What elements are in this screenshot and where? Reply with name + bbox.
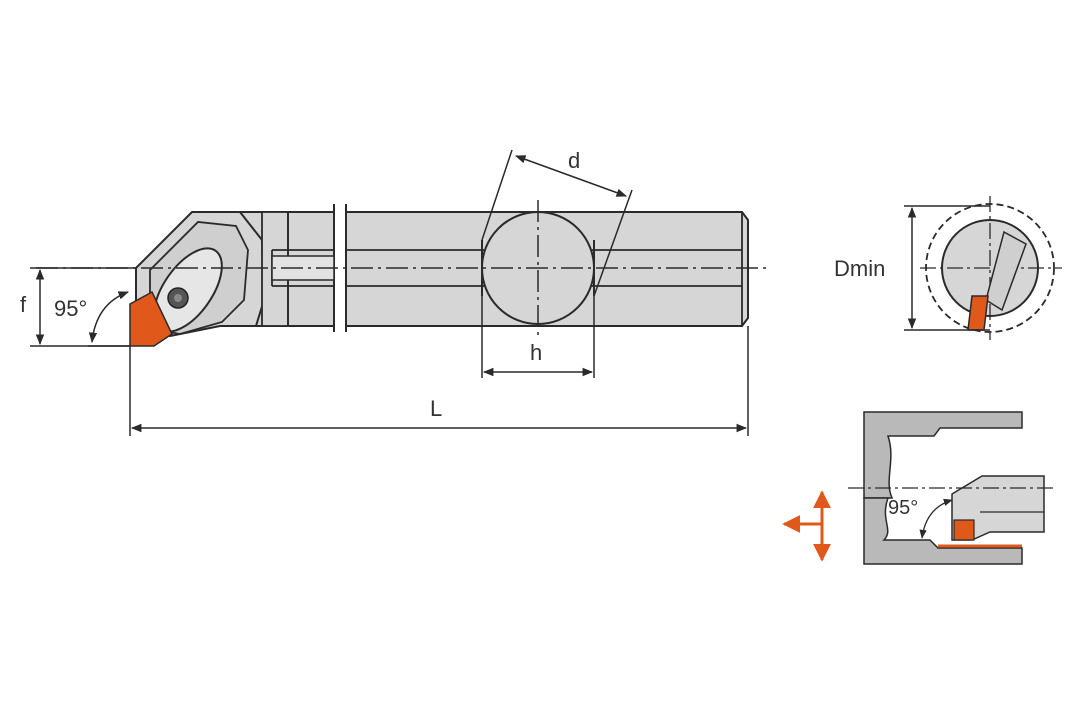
- label-L: L: [430, 396, 442, 421]
- label-dmin: Dmin: [834, 256, 885, 281]
- label-d: d: [568, 148, 580, 173]
- dimension-d: d: [481, 148, 633, 297]
- angle-95-main: 95°: [54, 291, 130, 347]
- workpiece-bottom: [863, 497, 1023, 565]
- label-angle-detail: 95°: [888, 497, 918, 519]
- detail-insert: [953, 519, 975, 541]
- label-h: h: [530, 340, 542, 365]
- label-angle-main: 95°: [54, 296, 87, 321]
- detail-view: 95°: [848, 411, 1056, 565]
- dimension-L: L: [129, 326, 749, 436]
- feed-direction-arrows: [782, 490, 831, 562]
- workpiece-top: [863, 411, 1023, 499]
- tool-side-view: [36, 200, 768, 347]
- label-f: f: [20, 292, 27, 317]
- dimension-h: h: [481, 296, 595, 378]
- end-view-insert: [967, 295, 989, 331]
- end-view: Dmin: [834, 196, 1062, 340]
- cutting-insert: [129, 290, 173, 347]
